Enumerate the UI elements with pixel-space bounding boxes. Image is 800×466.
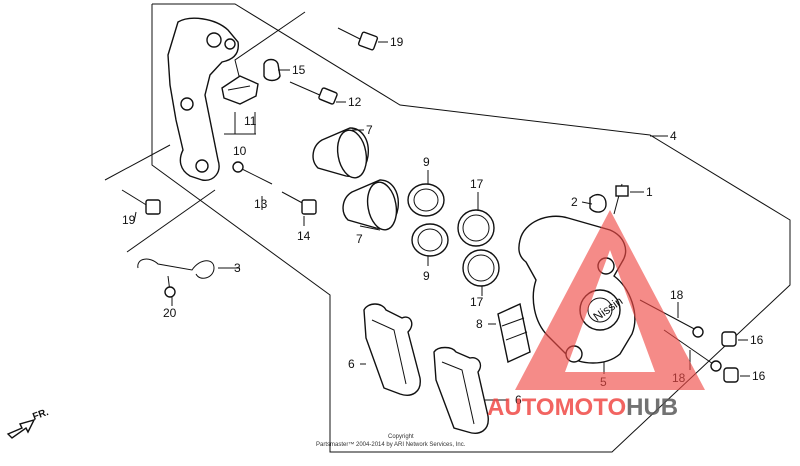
callout-1: 1 xyxy=(646,185,653,199)
callout-6b: 6 xyxy=(515,393,522,407)
copyright-notice: Copyright Partsmaster™ 2004-2014 by ARI … xyxy=(316,434,466,448)
pin-12 xyxy=(289,81,338,105)
watermark-part-1: AUTO xyxy=(487,394,555,421)
bolt-19-top xyxy=(337,27,379,51)
callout-9a: 9 xyxy=(423,155,430,169)
callout-4: 4 xyxy=(670,129,677,143)
bolt-14 xyxy=(281,191,317,215)
bolt-19-bottom xyxy=(121,189,161,215)
callout-9b: 9 xyxy=(423,269,430,283)
seal-17-lower xyxy=(462,249,500,287)
copyright-line-1: Copyright xyxy=(388,434,414,440)
callout-11: 11 xyxy=(244,114,257,128)
plug-16-upper xyxy=(721,331,737,347)
seal-9-lower xyxy=(411,223,449,257)
callout-15: 15 xyxy=(292,63,306,77)
callout-17a: 17 xyxy=(470,177,484,191)
watermark-part-3: HUB xyxy=(626,394,678,421)
callout-17b: 17 xyxy=(470,295,484,309)
pin-13 xyxy=(232,161,273,185)
callout-20: 20 xyxy=(163,306,177,320)
callout-10: 10 xyxy=(233,144,247,158)
callout-8: 8 xyxy=(476,317,483,331)
callout-12: 12 xyxy=(348,95,362,109)
brake-pad-right xyxy=(433,346,489,434)
seal-9-upper xyxy=(407,183,445,217)
callout-2: 2 xyxy=(571,195,578,209)
callout-labels: 1 2 3 4 5 6 6 7 7 8 9 9 10 11 12 13 14 1… xyxy=(122,35,766,407)
callout-13: 13 xyxy=(254,197,268,211)
pad-spring-3 xyxy=(137,258,215,279)
brake-pad-left xyxy=(363,303,421,396)
pad-spring-clip xyxy=(221,75,259,135)
callout-7b: 7 xyxy=(356,232,363,246)
piston-lower xyxy=(342,179,399,231)
callout-19b: 19 xyxy=(122,213,136,227)
callout-3: 3 xyxy=(234,261,241,275)
callout-16b: 16 xyxy=(752,369,766,383)
watermark-triangle-icon xyxy=(515,210,705,390)
caliper-bracket xyxy=(167,17,239,181)
bleeder-valve xyxy=(613,183,629,215)
screw-20 xyxy=(164,275,176,298)
copyright-line-2: Partsmaster™ 2004-2014 by ARI Network Se… xyxy=(316,441,466,448)
callout-7a: 7 xyxy=(366,123,373,137)
boot-15 xyxy=(263,58,281,82)
callout-14: 14 xyxy=(297,229,311,243)
bleeder-cap xyxy=(589,193,607,213)
front-direction-label: FR. xyxy=(31,407,50,423)
callout-19a: 19 xyxy=(390,35,404,49)
front-direction-indicator: FR. xyxy=(6,407,50,439)
plug-16-lower xyxy=(723,367,739,383)
callout-6a: 6 xyxy=(348,357,355,371)
callout-18a: 18 xyxy=(670,288,684,302)
callout-16a: 16 xyxy=(750,333,764,347)
pad-retainer-8 xyxy=(497,303,531,363)
front-arrow-icon xyxy=(6,418,36,439)
automotohub-watermark: AUTOMOTOHUB xyxy=(487,210,705,421)
watermark-text: AUTOMOTOHUB xyxy=(487,394,678,421)
seal-17-upper xyxy=(457,209,495,247)
pad-pin-18-upper xyxy=(639,299,704,338)
piston-upper xyxy=(312,127,369,179)
watermark-part-2: MOTO xyxy=(555,394,627,421)
